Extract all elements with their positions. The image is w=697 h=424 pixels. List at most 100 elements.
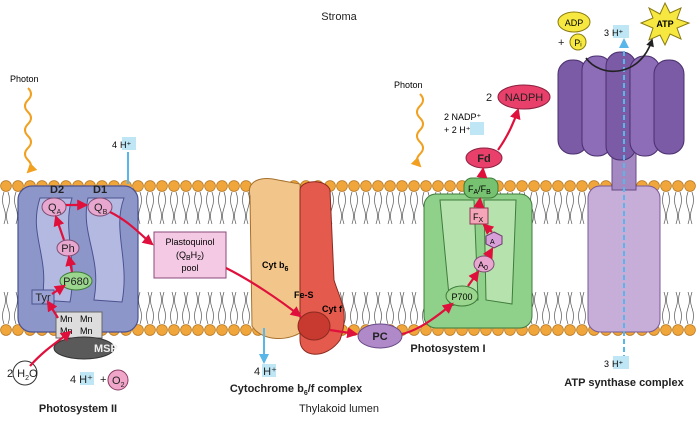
atp-burst (639, 1, 691, 47)
lipid-head (0, 324, 12, 336)
fx-label: F (473, 212, 479, 222)
lipid-head (336, 180, 348, 192)
lipid-tail (578, 191, 582, 225)
a0-sub: 0 (484, 265, 488, 272)
msp-protein (53, 336, 115, 360)
lipid-head (228, 324, 240, 336)
d2-label: D2 (50, 184, 64, 196)
lipid-head (552, 180, 564, 192)
lipid-tail (686, 291, 690, 325)
h-ps2-stroma: H⁺ (120, 140, 131, 150)
lipid-tail (186, 191, 190, 225)
lipid-tail (534, 291, 538, 325)
lipid-tail (690, 191, 694, 225)
lipid-head (528, 180, 540, 192)
lipid-tail (690, 291, 694, 325)
plastoquinol-box (153, 231, 227, 279)
lipid-tail (566, 191, 570, 225)
h-highlight-nadp (470, 122, 484, 135)
lipid-tail (162, 291, 166, 325)
fe-s-protein (297, 311, 331, 341)
plus-sign-2: + (558, 37, 564, 49)
svg-text:FA/FB: FA/FB (468, 184, 491, 196)
lipid-head (0, 180, 12, 192)
e-path-p700-a0 (467, 270, 480, 287)
lipid-tail (6, 291, 10, 325)
lipid-head (564, 324, 576, 336)
lipid-head (408, 180, 420, 192)
lipid-tail (170, 291, 174, 325)
pq-line2-d: 2 (197, 255, 201, 262)
e-path-fafb-fd (476, 166, 488, 179)
cyt-f-label: Cyt f (322, 304, 343, 314)
lipid-head (360, 180, 372, 192)
lipid-tail (402, 191, 406, 225)
h-atp-stroma-num: 3 (604, 28, 609, 38)
lipid-tail (182, 191, 186, 225)
svg-text:Cytochrome b6/f complex: Cytochrome b6/f complex (230, 383, 363, 397)
lipid-tail (162, 191, 166, 225)
lipid-tail (570, 291, 574, 325)
lipid-head (432, 180, 444, 192)
lipid-head (192, 324, 204, 336)
msp-label: MSP (94, 343, 118, 355)
lipid-tail (218, 191, 222, 225)
lipid-tail (678, 291, 682, 325)
lipid-tail (374, 291, 378, 325)
lipid-tail (378, 191, 382, 225)
lipid-tail (246, 191, 250, 225)
lipid-tail (338, 191, 342, 225)
h-cyt-num: 4 (254, 366, 260, 378)
lipid-tail (198, 291, 202, 325)
lipid-tail (194, 191, 198, 225)
lipid-head (156, 180, 168, 192)
pi-molecule (569, 33, 587, 51)
lipid-tail (402, 291, 406, 325)
lipid-tail (150, 191, 154, 225)
oxygen-molecule (107, 369, 129, 391)
h-highlight-cyt (262, 364, 276, 377)
lipid-tail (554, 191, 558, 225)
svg-text:3H⁺: 3H⁺ (604, 28, 624, 38)
svg-text:4H⁺: 4H⁺ (112, 140, 132, 150)
lipid-head (228, 180, 240, 192)
lipid-head (672, 324, 684, 336)
pq-line2-b: B (186, 255, 191, 262)
cyt-b6-sub: 6 (285, 266, 289, 273)
cyt-title-a: Cytochrome b (230, 383, 304, 395)
svg-text:A0: A0 (478, 260, 488, 272)
electron-transport-path (29, 107, 521, 367)
lipid-tail (362, 191, 366, 225)
lipid-tail (6, 191, 10, 225)
a1-label: A (490, 239, 495, 246)
h-cyt: H⁺ (263, 366, 277, 378)
lipid-head (576, 180, 588, 192)
stroma-label: Stroma (321, 11, 357, 23)
lipid-tail (398, 191, 402, 225)
lipid-tail (230, 191, 234, 225)
d1-subunit (85, 197, 125, 303)
lipid-head (132, 180, 144, 192)
water-molecule (12, 360, 38, 386)
pq-line2-a: (Q (176, 250, 186, 260)
lipid-tail (354, 291, 358, 325)
lipid-tail (666, 291, 670, 325)
lipid-tail (138, 291, 142, 325)
lipid-head (216, 324, 228, 336)
plus-sign-1: + (100, 374, 106, 386)
ps1-subunit-b (483, 199, 517, 305)
photon-wave-left (24, 87, 38, 174)
lipid-head (168, 324, 180, 336)
e-path-p680-ph (65, 254, 77, 273)
lipid-tail (542, 291, 546, 325)
lipid-tail (174, 291, 178, 325)
pq-line1: Plastoquinol (165, 237, 214, 247)
lipid-head (216, 180, 228, 192)
plastoquinol-pool: Plastoquinol (QBH2) pool (153, 231, 227, 279)
lipid-tail (414, 191, 418, 225)
lipid-head (144, 180, 156, 192)
nadph-molecule (497, 84, 551, 110)
lipid-tail (386, 191, 390, 225)
